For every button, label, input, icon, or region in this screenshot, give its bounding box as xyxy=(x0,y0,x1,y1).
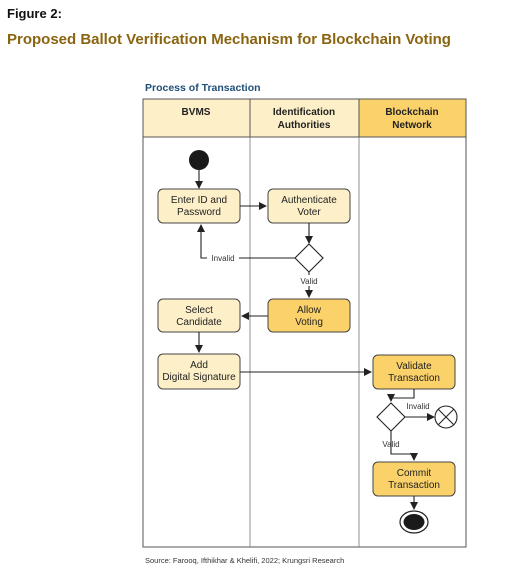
validate-label-1: Validate xyxy=(396,361,432,372)
lane-label-blockchain-1: Blockchain xyxy=(385,107,438,118)
end-node-core xyxy=(403,514,425,530)
invalid-label-2: Invalid xyxy=(406,402,429,411)
valid-label-bg xyxy=(297,275,321,286)
edge-validate-to-decision xyxy=(387,389,415,402)
commit-label-2: Transaction xyxy=(388,480,440,491)
lane-header-bvms xyxy=(142,98,251,138)
enter-id-label-1: Enter ID and xyxy=(171,195,227,206)
add-signature-label-2: Digital Signature xyxy=(162,372,236,383)
process-title: Process of Transaction xyxy=(145,82,261,94)
lane-header-blockchain xyxy=(358,98,467,138)
flow-final-cross xyxy=(438,409,454,425)
lane-header-identification xyxy=(249,98,360,138)
select-candidate-label-1: Select xyxy=(185,305,213,316)
commit-label-1: Commit xyxy=(397,468,432,479)
invalid-label-1: Invalid xyxy=(211,254,234,263)
edge-invalid-loop xyxy=(197,224,295,259)
start-node xyxy=(189,150,209,170)
invalid-label-bg xyxy=(207,252,239,264)
enter-id-label-2: Password xyxy=(177,207,221,218)
select-candidate-label-2: Candidate xyxy=(176,317,222,328)
lane-label-identification-1: Identification xyxy=(273,107,335,118)
figure-title: Proposed Ballot Verification Mechanism f… xyxy=(7,31,451,48)
figure-label: Figure 2: xyxy=(7,6,62,21)
valid-label-1: Valid xyxy=(300,277,317,286)
lane-label-blockchain-2: Network xyxy=(392,120,432,131)
authenticate-label-2: Voter xyxy=(297,207,321,218)
validate-label-2: Transaction xyxy=(388,373,440,384)
allow-voting-label-1: Allow xyxy=(297,305,322,316)
allow-voting-label-2: Voting xyxy=(295,317,323,328)
add-signature-label-1: Add xyxy=(190,360,208,371)
source-note: Source: Farooq, Ifthikhar & Khelifi, 202… xyxy=(145,556,345,565)
authenticate-label-1: Authenticate xyxy=(281,195,337,206)
lane-label-identification-2: Authorities xyxy=(278,120,331,131)
lane-label-bvms: BVMS xyxy=(182,107,211,118)
edge-valid-to-commit xyxy=(390,431,418,461)
valid-label-2: Valid xyxy=(382,440,399,449)
